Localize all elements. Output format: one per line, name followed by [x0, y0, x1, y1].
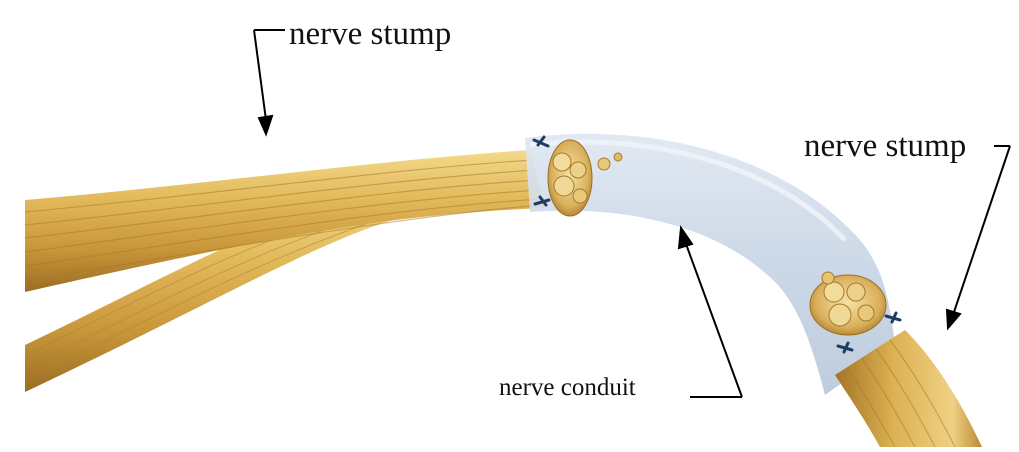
arrow-stump-right	[947, 146, 1010, 328]
arrow-conduit	[679, 228, 742, 397]
label-nerve-conduit: nerve conduit	[499, 375, 636, 400]
label-nerve-stump-right: nerve stump	[804, 130, 966, 163]
arrow-stump-left	[254, 30, 285, 134]
nerve-stump-left	[25, 150, 545, 292]
label-nerve-stump-left: nerve stump	[289, 18, 451, 51]
